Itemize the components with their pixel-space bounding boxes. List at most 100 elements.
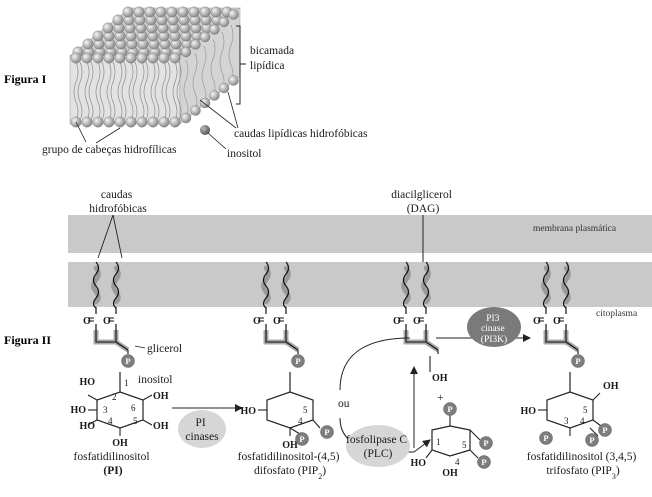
pi-oh-2: OH — [153, 421, 169, 432]
pi-oh-3: OH — [112, 438, 128, 449]
pi-ho-1: HO — [79, 377, 95, 388]
svg-text:P: P — [602, 425, 607, 435]
lipid-bilayer-illustration — [69, 6, 241, 135]
svg-text:5: 5 — [133, 416, 138, 426]
svg-text:P: P — [299, 434, 304, 444]
inositol-pointer — [207, 132, 227, 150]
membrane-inner-leaflet — [68, 262, 652, 307]
pi-oh-1: OH — [153, 391, 169, 402]
svg-text:5: 5 — [462, 440, 467, 450]
svg-text:P: P — [324, 427, 329, 437]
glycerol-pointer — [134, 345, 146, 349]
svg-text:6: 6 — [131, 403, 136, 413]
phosphate-badge: P — [320, 425, 334, 439]
svg-text:O: O — [533, 316, 541, 327]
tails-pointer-right — [112, 214, 123, 259]
svg-text:O: O — [83, 316, 91, 327]
svg-text:1: 1 — [436, 437, 441, 447]
svg-text:3: 3 — [103, 405, 108, 415]
pip3-oh-1: OH — [603, 381, 619, 392]
pip2-oh: OH — [282, 440, 298, 451]
svg-text:4: 4 — [298, 416, 303, 426]
phosphate-badge: P — [479, 436, 493, 450]
arrow-to-ip3 — [413, 439, 431, 453]
ip3-oh: OH — [442, 468, 458, 479]
svg-text:P: P — [447, 404, 452, 414]
membrane-outer-leaflet — [68, 215, 652, 253]
tails-label-fig1: caudas lipídicas hidrofóbicas — [234, 128, 368, 140]
pip3-inositol-ring: 5 3 4 — [538, 372, 602, 437]
phosphate-badge: P — [121, 354, 135, 368]
figure1-label: Figura I — [4, 72, 47, 86]
ip3-inositol-ring: 1 5 4 — [425, 415, 481, 467]
svg-text:P: P — [125, 356, 130, 366]
svg-text:O: O — [273, 316, 281, 327]
svg-text:O: O — [413, 316, 421, 327]
tails-pointers — [199, 91, 239, 129]
phosphate-badge: P — [291, 354, 305, 368]
pi3k-label: PI3 cinase (PI3K) — [481, 314, 507, 345]
phosphate-badge: P — [585, 433, 599, 447]
tails-label-fig2: caudas hidrofóbicas — [89, 189, 147, 215]
bilayer-label: bicamada lipídica — [250, 45, 297, 72]
or-label: ou — [338, 398, 350, 410]
heads-label: grupo de cabeças hidrofílicas — [42, 144, 177, 156]
phosphate-badge: P — [539, 431, 553, 445]
inositol-label-fig1: inositol — [227, 148, 262, 160]
svg-text:2: 2 — [112, 392, 117, 402]
inositol-label-fig2: inositol — [138, 374, 173, 386]
pip2-inositol-ring: 5 4 — [258, 372, 321, 436]
pip3-name: fosfatidilinositol (3,4,5) trifosfato (P… — [527, 451, 639, 481]
phosphate-badge: P — [477, 455, 491, 469]
phosphate-badge: P — [295, 432, 309, 446]
svg-text:5: 5 — [303, 405, 308, 415]
dag-label: diacilglicerol (DAG) — [391, 189, 455, 215]
plc-enzyme — [346, 425, 410, 467]
svg-text:1: 1 — [124, 378, 129, 388]
dag-oh: OH — [432, 373, 448, 384]
pi-inositol-ring: 1 2 3 4 5 6 — [87, 372, 153, 436]
arrow-pip2-to-dag — [339, 337, 411, 391]
svg-text:O: O — [253, 316, 261, 327]
pip3-ho: HO — [520, 406, 536, 417]
svg-text:P: P — [483, 438, 488, 448]
cytoplasm-label: citoplasma — [596, 309, 638, 319]
pi3k-enzyme — [467, 307, 521, 347]
pi-ho-3: HO — [79, 421, 95, 432]
pi-cinases-enzyme — [178, 410, 226, 448]
phosphate-badge: P — [598, 423, 612, 437]
svg-text:4: 4 — [108, 416, 113, 426]
pi-ho-2: HO — [70, 405, 86, 416]
membrane-label: membrana plasmática — [533, 224, 617, 234]
svg-text:O: O — [393, 316, 401, 327]
ip3-ho: HO — [410, 458, 426, 469]
svg-text:O: O — [103, 316, 111, 327]
heads-pointers — [75, 121, 121, 144]
svg-text:P: P — [575, 356, 580, 366]
glycerol-label: glicerol — [147, 343, 182, 355]
svg-text:4: 4 — [455, 457, 460, 467]
plc-label: fosfolipase C (PLC) — [346, 434, 410, 460]
figure2-label: Figura II — [4, 333, 51, 347]
svg-text:3: 3 — [564, 416, 569, 426]
bilayer-bracket — [236, 25, 246, 105]
svg-text:P: P — [295, 356, 300, 366]
pip2-name: fosfatidilinositol-(4,5) difosfato (PIP2… — [238, 451, 343, 481]
pi-name: fosfatidilinositol (PI) — [74, 451, 153, 477]
svg-text:O: O — [553, 316, 561, 327]
pi-cinases-label: PI cinases — [185, 417, 219, 443]
tails-pointer-left — [97, 214, 114, 259]
inositol-bead — [200, 125, 210, 135]
svg-text:P: P — [589, 435, 594, 445]
svg-text:5: 5 — [583, 405, 588, 415]
plus-sign: + — [437, 392, 444, 404]
phosphate-badge: P — [571, 354, 585, 368]
phosphate-badge: P — [443, 402, 457, 416]
svg-text:4: 4 — [580, 416, 585, 426]
pip2-ho: HO — [240, 406, 256, 417]
svg-text:P: P — [543, 433, 548, 443]
svg-text:P: P — [481, 457, 486, 467]
